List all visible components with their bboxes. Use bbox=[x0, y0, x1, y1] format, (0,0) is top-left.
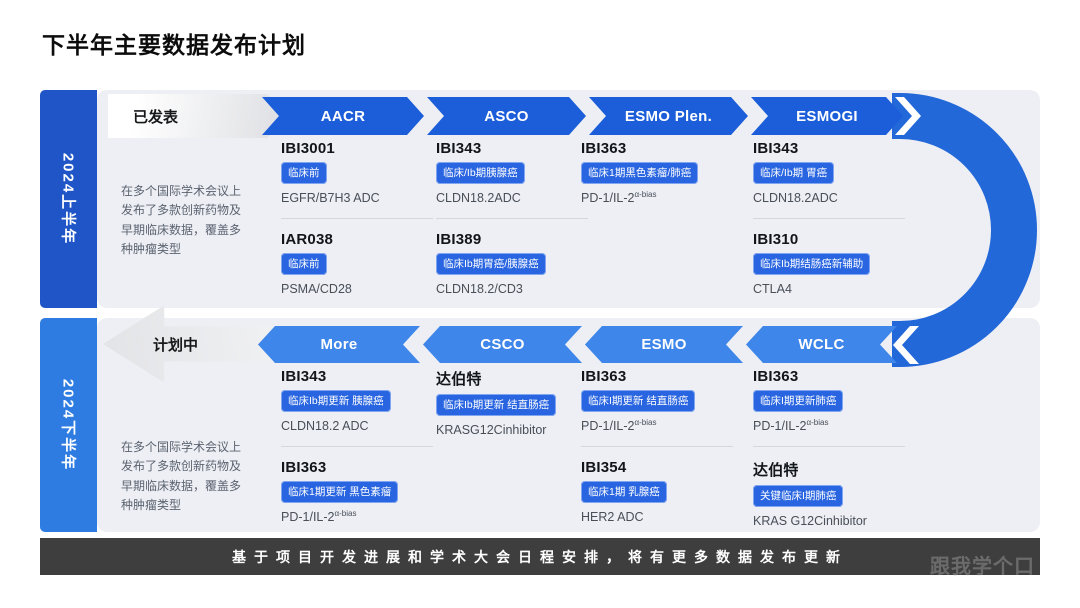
status-label: 已发表 bbox=[133, 108, 179, 126]
conference-label: ASCO bbox=[484, 107, 529, 125]
drug-name: 达伯特 bbox=[436, 371, 482, 388]
drug-target: CLDN18.2ADC bbox=[753, 191, 838, 206]
footer-text: 基于项目开发进展和学术大会日程安排，将有更多数据发布更新 bbox=[232, 548, 848, 565]
pipeline-entry: IBI363 临床I期更新肺癌 PD-1/IL-2α-bias bbox=[753, 368, 905, 433]
section-description: 在多个国际学术会议上发布了多款创新药物及早期临床数据，覆盖多种肿瘤类型 bbox=[121, 184, 242, 257]
status-label: 计划中 bbox=[153, 336, 199, 354]
year-label: 2024上半年 bbox=[59, 152, 76, 246]
drug-name: IBI389 bbox=[436, 231, 482, 249]
drug-name: IBI363 bbox=[281, 459, 327, 477]
drug-target: EGFR/B7H3 ADC bbox=[281, 191, 380, 206]
phase-badge: 关键临床I期肺癌 bbox=[753, 485, 844, 508]
phase-badge: 临床/Ib期 胃癌 bbox=[753, 162, 835, 184]
conference-chevron-csco: CSCO bbox=[423, 326, 582, 363]
cycle-arrow bbox=[892, 93, 1037, 367]
phase-badge: 临床1期黑色素瘤/肺癌 bbox=[581, 162, 699, 184]
drug-name: IBI363 bbox=[581, 140, 627, 157]
conference-label: WCLC bbox=[798, 336, 845, 353]
conference-column-csco: 达伯特 临床Ib期更新 结直肠癌 KRASG12Cinhibitor bbox=[436, 368, 588, 437]
phase-badge: 临床I期更新肺癌 bbox=[753, 390, 844, 412]
pipeline-entry: 达伯特 临床Ib期更新 结直肠癌 KRASG12Cinhibitor bbox=[436, 368, 588, 437]
conference-label: ESMO bbox=[641, 336, 687, 353]
drug-target: PD-1/IL-2α-bias bbox=[281, 509, 357, 525]
year-tab-second-half: 2024下半年 bbox=[40, 318, 97, 532]
drug-target: PD-1/IL-2α-bias bbox=[753, 418, 829, 434]
phase-badge: 临床1期更新 黑色素瘤 bbox=[281, 481, 399, 504]
pipeline-entry: IBI363 临床1期更新 黑色素瘤 PD-1/IL-2α-bias bbox=[281, 446, 433, 524]
phase-badge: 临床/Ib期胰腺癌 bbox=[436, 162, 525, 184]
pipeline-entry: IAR038 临床前 PSMA/CD28 bbox=[281, 218, 433, 296]
conference-chevron-aacr: AACR bbox=[262, 97, 424, 135]
conference-label: ESMO Plen. bbox=[624, 107, 713, 125]
status-arrow-published: 已发表 bbox=[108, 94, 293, 138]
pipeline-entry: IBI310 临床Ib期结肠癌新辅助 CTLA4 bbox=[753, 218, 905, 296]
page-title: 下半年主要数据发布计划 bbox=[42, 32, 306, 58]
drug-target: CLDN18.2ADC bbox=[436, 191, 521, 206]
conference-chevron-wclc: WCLC bbox=[746, 326, 897, 363]
phase-badge: 临床Ib期更新 胰腺癌 bbox=[281, 390, 391, 412]
drug-target: PSMA/CD28 bbox=[281, 282, 352, 297]
drug-target: KRASG12Cinhibitor bbox=[436, 423, 547, 438]
pipeline-entry: IBI354 临床1期 乳腺癌 HER2 ADC bbox=[581, 446, 733, 524]
conference-column-esmo: IBI363 临床I期更新 结直肠癌 PD-1/IL-2α-bias IBI35… bbox=[581, 368, 733, 524]
phase-badge: 临床前 bbox=[281, 253, 327, 276]
drug-target: KRAS G12Cinhibitor bbox=[753, 514, 867, 529]
drug-name: IBI310 bbox=[753, 231, 799, 249]
conference-column-esmogi: IBI343 临床/Ib期 胃癌 CLDN18.2ADC IBI310 临床Ib… bbox=[753, 140, 905, 296]
phase-badge: 临床Ib期更新 结直肠癌 bbox=[436, 394, 557, 416]
drug-target: CLDN18.2 ADC bbox=[281, 419, 369, 434]
conference-label: ESMOGI bbox=[796, 107, 858, 125]
conference-column-esmo-plen: IBI363 临床1期黑色素瘤/肺癌 PD-1/IL-2α-bias bbox=[581, 140, 733, 205]
phase-badge: 临床Ib期结肠癌新辅助 bbox=[753, 253, 871, 276]
conference-label: CSCO bbox=[480, 336, 525, 353]
conference-label: More bbox=[320, 336, 358, 353]
pipeline-entry: IBI363 临床I期更新 结直肠癌 PD-1/IL-2α-bias bbox=[581, 368, 733, 433]
drug-target: PD-1/IL-2α-bias bbox=[581, 190, 657, 206]
conference-chevron-asco: ASCO bbox=[427, 97, 586, 135]
pipeline-entry: IBI343 临床Ib期更新 胰腺癌 CLDN18.2 ADC bbox=[281, 368, 433, 433]
conference-chevron-more: More bbox=[258, 326, 420, 363]
pipeline-entry: IBI389 临床Ib期胃癌/胰腺癌 CLDN18.2/CD3 bbox=[436, 218, 588, 296]
conference-column-asco: IBI343 临床/Ib期胰腺癌 CLDN18.2ADC IBI389 临床Ib… bbox=[436, 140, 588, 296]
drug-name: IBI343 bbox=[281, 368, 327, 385]
pipeline-entry: IBI3001 临床前 EGFR/B7H3 ADC bbox=[281, 140, 433, 205]
pipeline-entry: IBI363 临床1期黑色素瘤/肺癌 PD-1/IL-2α-bias bbox=[581, 140, 733, 205]
drug-name: IBI343 bbox=[753, 140, 799, 157]
drug-name: IBI343 bbox=[436, 140, 482, 157]
pipeline-entry: IBI343 临床/Ib期胰腺癌 CLDN18.2ADC bbox=[436, 140, 588, 205]
drug-name: 达伯特 bbox=[753, 462, 799, 480]
drug-name: IBI363 bbox=[581, 368, 627, 385]
conference-column-more: IBI343 临床Ib期更新 胰腺癌 CLDN18.2 ADC IBI363 临… bbox=[281, 368, 433, 524]
conference-column-aacr: IBI3001 临床前 EGFR/B7H3 ADC IAR038 临床前 PSM… bbox=[281, 140, 433, 296]
section-description: 在多个国际学术会议上发布了多款创新药物及早期临床数据，覆盖多种肿瘤类型 bbox=[121, 440, 242, 513]
footer-note: 基于项目开发进展和学术大会日程安排，将有更多数据发布更新 bbox=[40, 538, 1040, 575]
conference-chevron-esmo: ESMO bbox=[585, 326, 743, 363]
drug-target: PD-1/IL-2α-bias bbox=[581, 418, 657, 434]
drug-name: IBI363 bbox=[753, 368, 799, 385]
conference-label: AACR bbox=[320, 107, 366, 125]
phase-badge: 临床前 bbox=[281, 162, 327, 184]
conference-chevron-esmogi: ESMOGI bbox=[751, 97, 903, 135]
conference-column-wclc: IBI363 临床I期更新肺癌 PD-1/IL-2α-bias 达伯特 关键临床… bbox=[753, 368, 905, 528]
phase-badge: 临床I期更新 结直肠癌 bbox=[581, 390, 696, 412]
conference-chevron-esmo-plen: ESMO Plen. bbox=[589, 97, 748, 135]
phase-badge: 临床1期 乳腺癌 bbox=[581, 481, 667, 504]
drug-name: IBI3001 bbox=[281, 140, 335, 157]
watermark: 跟我学个口 bbox=[930, 556, 1035, 578]
drug-target: CLDN18.2/CD3 bbox=[436, 282, 523, 297]
drug-target: CTLA4 bbox=[753, 282, 792, 297]
pipeline-entry: IBI343 临床/Ib期 胃癌 CLDN18.2ADC bbox=[753, 140, 905, 205]
drug-name: IAR038 bbox=[281, 231, 334, 249]
year-tab-first-half: 2024上半年 bbox=[40, 90, 97, 308]
pipeline-entry: 达伯特 关键临床I期肺癌 KRAS G12Cinhibitor bbox=[753, 446, 905, 528]
drug-target: HER2 ADC bbox=[581, 510, 644, 525]
drug-name: IBI354 bbox=[581, 459, 627, 477]
phase-badge: 临床Ib期胃癌/胰腺癌 bbox=[436, 253, 546, 276]
year-label: 2024下半年 bbox=[59, 378, 76, 472]
